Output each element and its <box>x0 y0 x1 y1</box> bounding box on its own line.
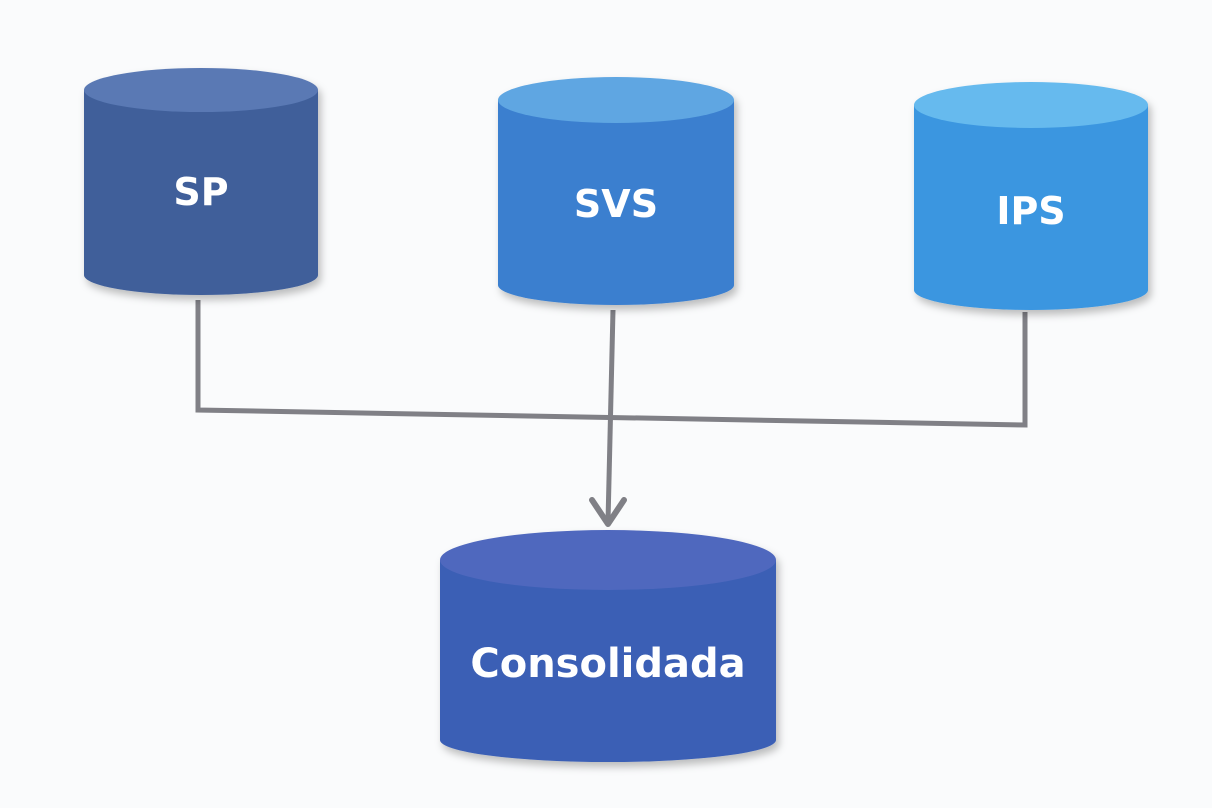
arrow-down-icon <box>589 497 627 527</box>
connector-lines <box>195 300 1028 527</box>
database-svs-body <box>498 100 734 305</box>
database-sp-body <box>84 90 318 295</box>
database-svs-label: SVS <box>574 182 658 226</box>
database-ips[interactable]: IPS <box>914 82 1148 310</box>
database-sp-top <box>84 68 318 112</box>
database-ips-body <box>914 105 1148 310</box>
database-svs-top <box>498 77 734 123</box>
database-consolidada-body <box>440 560 776 762</box>
database-svs[interactable]: SVS <box>498 77 734 305</box>
database-sp-label: SP <box>173 170 228 214</box>
database-consolidada-label: Consolidada <box>470 641 745 687</box>
database-ips-label: IPS <box>996 189 1065 233</box>
database-consolidada-top <box>440 530 776 590</box>
database-consolidada[interactable]: Consolidada <box>440 530 776 762</box>
database-ips-top <box>914 82 1148 128</box>
database-sp[interactable]: SP <box>84 68 318 295</box>
down-line <box>605 309 616 523</box>
